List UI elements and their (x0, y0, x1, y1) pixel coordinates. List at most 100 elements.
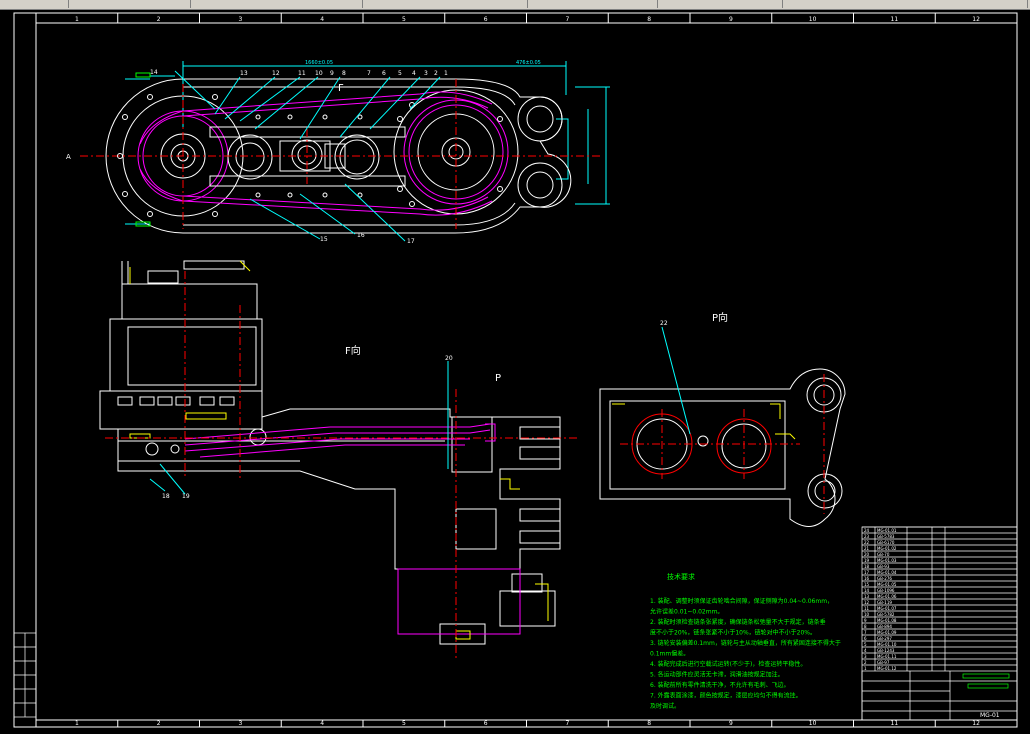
bom-index: 6 (864, 636, 867, 641)
bom-index: 21 (864, 546, 870, 551)
bom-code: MG-01.04 (877, 570, 897, 575)
tab-5[interactable] (530, 0, 658, 8)
tab-2[interactable] (68, 0, 191, 8)
bom-code: GB-97 (877, 660, 890, 665)
bom-code: GB-1243 (877, 648, 895, 653)
bom-index: 10 (864, 612, 870, 617)
bom-code: MG-01.03 (877, 558, 897, 563)
p-arrow-label: P (495, 373, 501, 384)
bom-index: 22 (864, 540, 870, 545)
bom-index: 9 (864, 618, 867, 623)
bom-index: 1 (864, 666, 867, 671)
callout-10: 10 (315, 70, 323, 77)
technical-notes: 技术要求 1. 装配、调整时须保证齿轮啮合间隙，保证侧隙为0.04~0.06mm… (650, 572, 841, 710)
callout-15: 15 (320, 236, 328, 243)
zone-number: 4 (320, 16, 324, 23)
notes-title: 技术要求 (667, 572, 695, 581)
zone-number: 5 (402, 720, 406, 727)
callout-11: 11 (298, 70, 306, 77)
window-tab-bar (0, 0, 1030, 10)
zone-number: 12 (972, 720, 980, 727)
callout-7: 7 (367, 70, 371, 77)
bom-code: MG-01.02 (877, 546, 897, 551)
bom-code: GB-5783 (877, 534, 895, 539)
zone-number: 2 (157, 16, 161, 23)
callout-16: 16 (357, 232, 365, 239)
p-view-label: P向 (712, 311, 728, 324)
note-line: 4. 装配完成后进行空载试运转(不少于)，检查运转平稳性。 (650, 660, 806, 668)
bom-code: GB-894 (877, 624, 892, 629)
bom-index: 24 (864, 528, 870, 533)
callout-20: 20 (445, 355, 453, 362)
bom-index: 18 (864, 564, 870, 569)
bom-code: GB-297 (877, 636, 892, 641)
bom-code: GB-276 (877, 576, 892, 581)
tab-3[interactable] (200, 0, 363, 8)
bom-index: 11 (864, 606, 870, 611)
zone-number: 7 (565, 720, 569, 727)
bom-index: 14 (864, 588, 870, 593)
note-line: 5. 各运动部件应灵活无卡滞，润滑油按规定加注。 (650, 671, 784, 679)
bom-index: 12 (864, 600, 870, 605)
zone-number: 1 (75, 720, 79, 727)
callout-18: 18 (162, 493, 170, 500)
bom-index: 20 (864, 552, 870, 557)
zone-number: 7 (565, 16, 569, 23)
bom-code: MG-01.12 (877, 666, 897, 671)
drawing-number: MG-01 (980, 712, 1000, 719)
tab-4[interactable] (365, 0, 528, 8)
bom-index: 7 (864, 630, 867, 635)
note-line: 7. 外露表面涂漆，颜色按规定，漆层应均匀不得有流挂。 (650, 692, 802, 700)
dim-top-1: 1660±0.05 (305, 60, 333, 66)
bom-code: MG-01.05 (877, 582, 897, 587)
bom-index: 23 (864, 534, 870, 539)
zone-number: 8 (647, 16, 651, 23)
note-line: 允许误差0.01~0.02mm。 (650, 608, 723, 616)
zone-number: 4 (320, 720, 324, 727)
section-a-label: A (66, 153, 71, 161)
bom-code: MG-01.08 (877, 618, 897, 623)
zone-number: 2 (157, 720, 161, 727)
zone-number: 11 (891, 720, 899, 727)
p-view (599, 326, 846, 527)
f-arrow-label: F (338, 83, 344, 94)
callout-6: 6 (382, 70, 386, 77)
tab-1[interactable] (0, 0, 69, 8)
zone-number: 12 (972, 16, 980, 23)
top-plan-view: 1660±0.05 476±0.05 (80, 60, 610, 242)
bom-index: 16 (864, 576, 870, 581)
note-line: 及时调试。 (650, 702, 680, 710)
callout-1: 1 (444, 70, 448, 77)
zone-number: 3 (238, 16, 242, 23)
f-view-label: F向 (345, 344, 361, 357)
zone-number: 3 (238, 720, 242, 727)
bom-index: 2 (864, 660, 867, 665)
callout-8: 8 (342, 70, 346, 77)
zone-number: 10 (809, 16, 817, 23)
front-elevation-view (99, 260, 580, 659)
bom-index: 4 (864, 648, 867, 653)
revision-block-left (13, 632, 37, 718)
bom-code: MG-01.11 (877, 654, 897, 659)
bom-code: GB-119 (877, 600, 892, 605)
callout-3: 3 (424, 70, 428, 77)
bom-code: GB-70 (877, 552, 890, 557)
tab-7[interactable] (785, 0, 1028, 8)
note-line: 2. 装配时须检查链条张紧度，确保链条松弛量不大于规定，链条垂 (650, 618, 826, 626)
note-line: 0.1mm偏差。 (650, 650, 689, 658)
bom-code: GB-1096 (877, 588, 895, 593)
bom-index: 3 (864, 654, 867, 659)
bom-index: 19 (864, 558, 870, 563)
bom-index: 17 (864, 570, 870, 575)
tab-6[interactable] (660, 0, 783, 8)
note-line: 3. 链轮安装偏差0.1mm，链轮与主从动轴垂直，所有紧固连接不得大于 (650, 639, 841, 647)
bom-code: GB-93 (877, 564, 890, 569)
bom-code: MG-01.01 (877, 528, 897, 533)
callout-22: 22 (660, 320, 668, 327)
note-line: 6. 装配前所有零件清洗干净，不允许有毛刺、飞边。 (650, 681, 790, 689)
callout-5: 5 (398, 70, 402, 77)
callout-4: 4 (412, 70, 416, 77)
